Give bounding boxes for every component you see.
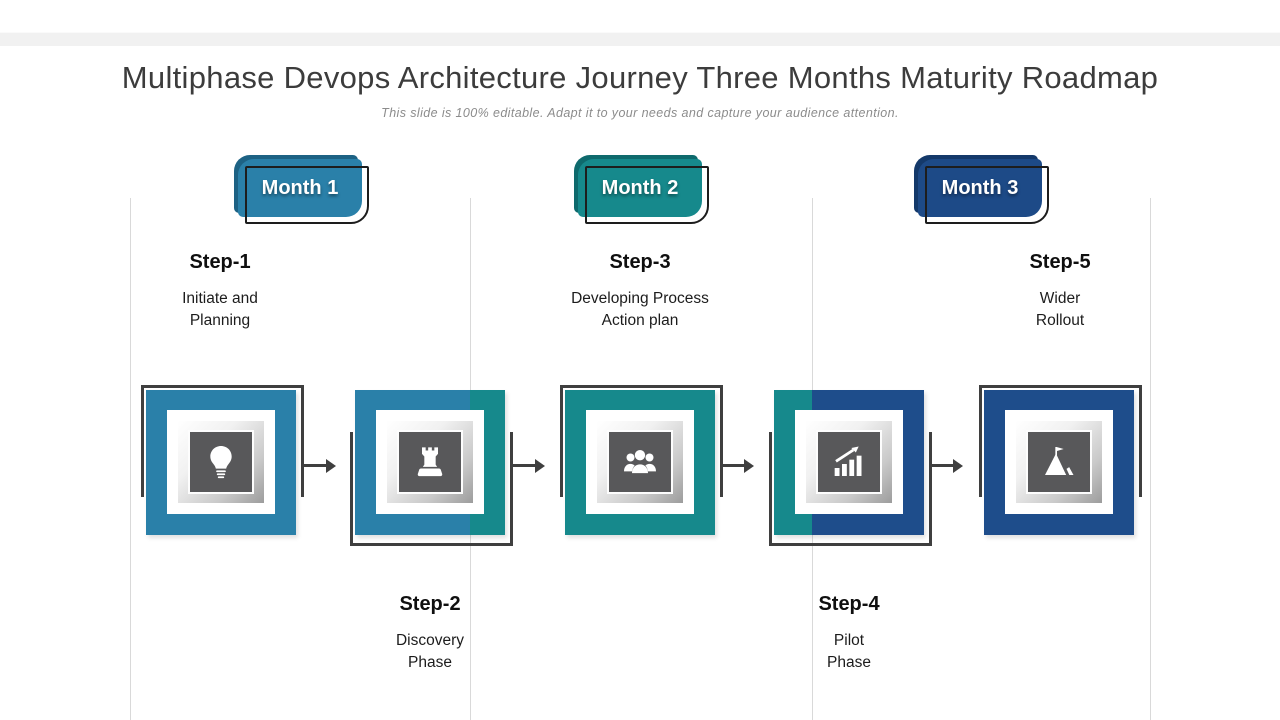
chess-rook-icon (397, 430, 463, 494)
step-5-text: Step-5 Wider Rollout (960, 250, 1160, 332)
step-1-box (146, 390, 296, 535)
box-frame (769, 432, 932, 546)
header-strip (0, 32, 1280, 46)
month-3-label: Month 3 (941, 176, 1019, 199)
month-2-badge: Month 2 (574, 155, 714, 229)
step-2-text: Step-2 Discovery Phase (330, 592, 530, 674)
slide-subtitle: This slide is 100% editable. Adapt it to… (381, 106, 899, 120)
connector-arrow (931, 458, 963, 473)
step-description-line: Initiate and (182, 290, 258, 307)
column-divider (1150, 198, 1151, 720)
month-3-badge: Month 3 (914, 155, 1054, 229)
box-frame (350, 432, 513, 546)
step-description-line: Planning (189, 312, 251, 329)
column-divider (130, 198, 131, 720)
lightbulb-icon (188, 430, 254, 494)
step-description-line: Phase (408, 654, 452, 671)
step-description-line: Developing Process (571, 290, 709, 307)
badge-outline (925, 166, 1049, 224)
step-description-line: Pilot (833, 632, 865, 649)
step-4-text: Step-4 Pilot Phase (749, 592, 949, 674)
step-description-line: Wider (1039, 290, 1081, 307)
step-title: Step-5 (1029, 251, 1091, 273)
slide-title: Multiphase Devops Architecture Journey T… (121, 60, 1159, 95)
connector-arrow (722, 458, 754, 473)
step-title: Step-2 (399, 593, 461, 615)
step-2-box (355, 390, 505, 535)
step-5-box (984, 390, 1134, 535)
mountain-flag-icon (1026, 430, 1092, 494)
box-frame (560, 385, 723, 497)
step-description-line: Action plan (601, 312, 679, 329)
step-description-line: Phase (827, 654, 871, 671)
step-description-line: Rollout (1035, 312, 1085, 329)
badge-outline (245, 166, 369, 224)
month-2-label: Month 2 (601, 176, 679, 199)
step-description-line: Discovery (395, 632, 465, 649)
step-1-text: Step-1 Initiate and Planning (120, 250, 320, 332)
step-3-box (565, 390, 715, 535)
badge-outline (585, 166, 709, 224)
step-title: Step-1 (189, 251, 251, 273)
box-frame (979, 385, 1142, 497)
month-1-badge: Month 1 (234, 155, 374, 229)
box-frame (141, 385, 304, 497)
connector-arrow (513, 458, 545, 473)
team-icon (607, 430, 673, 494)
connector-arrow (304, 458, 336, 473)
growth-chart-icon (816, 430, 882, 494)
step-3-text: Step-3 Developing Process Action plan (530, 250, 750, 332)
step-title: Step-4 (818, 593, 880, 615)
step-title: Step-3 (609, 251, 671, 273)
month-1-label: Month 1 (261, 176, 339, 199)
step-4-box (774, 390, 924, 535)
